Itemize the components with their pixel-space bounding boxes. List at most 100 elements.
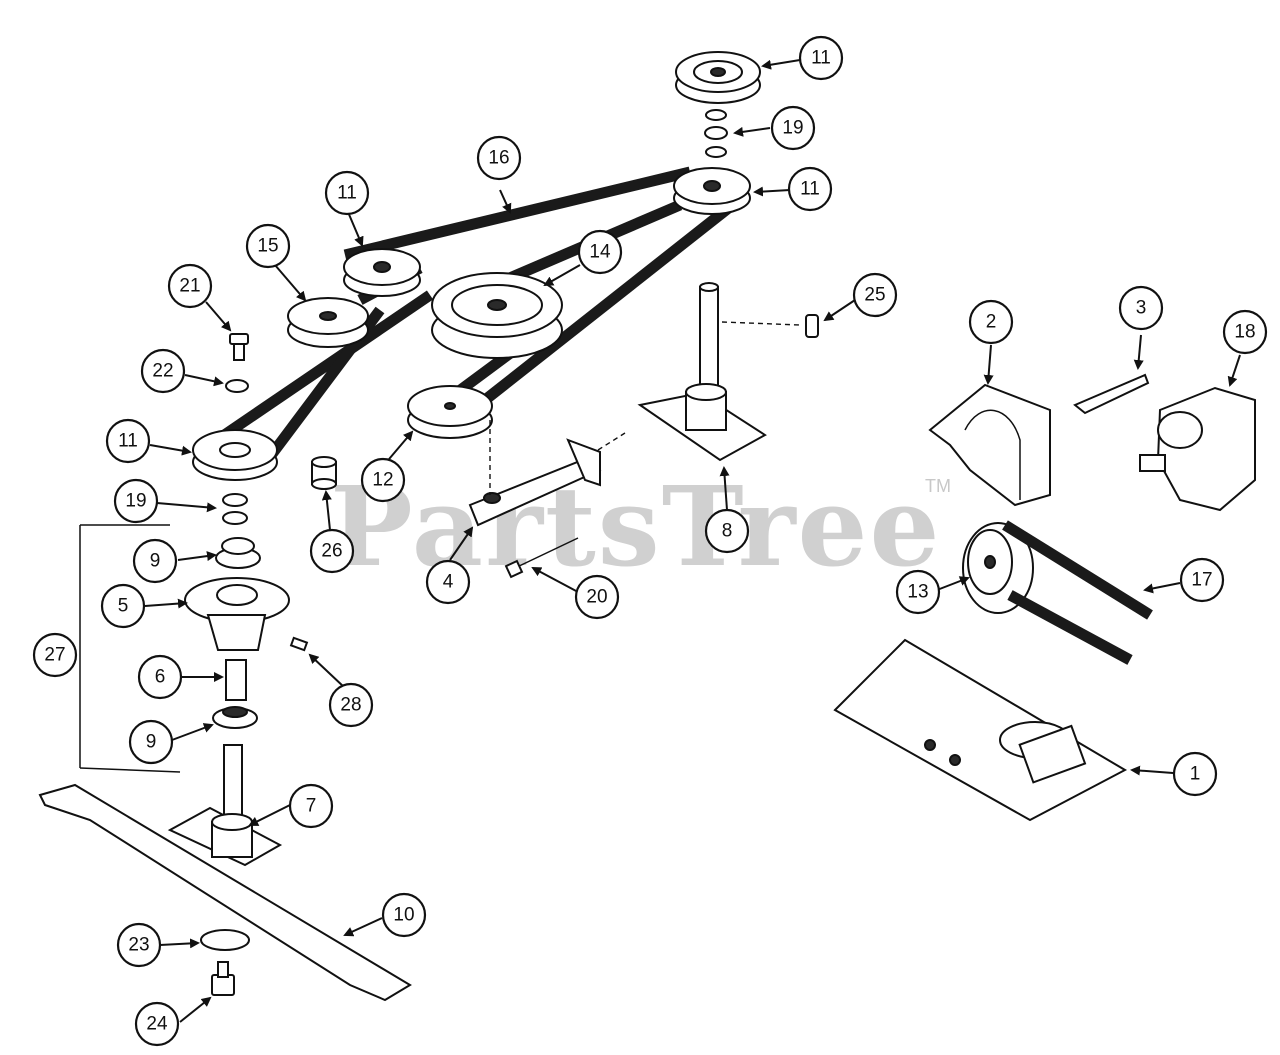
callout-22[interactable]: 22 xyxy=(140,348,186,394)
callout-3[interactable]: 3 xyxy=(1118,285,1164,331)
bolt-21 xyxy=(229,333,249,361)
callout-label: 26 xyxy=(321,541,342,562)
pulley-11-right xyxy=(673,167,751,215)
spacer-26 xyxy=(311,456,337,490)
callout-23[interactable]: 23 xyxy=(116,922,162,968)
callout-25[interactable]: 25 xyxy=(852,272,898,318)
callout-label: 11 xyxy=(337,183,357,204)
callout-label: 24 xyxy=(146,1014,168,1035)
callout-21[interactable]: 21 xyxy=(167,263,213,309)
callout-label: 12 xyxy=(372,470,393,491)
callout-15[interactable]: 15 xyxy=(245,223,291,269)
callout-19-top[interactable]: 19 xyxy=(770,105,816,151)
callout-2[interactable]: 2 xyxy=(968,299,1014,345)
bracket-2 xyxy=(928,383,1051,507)
washers-19-left xyxy=(222,493,248,525)
callout-label: 9 xyxy=(146,732,157,753)
callout-label: 1 xyxy=(1190,764,1201,785)
callout-label: 7 xyxy=(306,796,317,817)
pulley-11-top xyxy=(675,51,761,104)
bolt-20 xyxy=(504,537,579,579)
idler-arm-4 xyxy=(468,420,626,527)
bracket-3 xyxy=(1073,373,1150,415)
callout-label: 18 xyxy=(1234,322,1255,343)
leader-lines xyxy=(144,59,1241,1023)
callout-label: 14 xyxy=(589,242,611,263)
grease-fitting-28 xyxy=(289,636,309,652)
callout-label: 8 xyxy=(722,521,733,542)
callout-19-left[interactable]: 19 xyxy=(113,478,159,524)
pulley-12 xyxy=(407,385,493,439)
callout-label: 11 xyxy=(800,179,820,200)
callout-28[interactable]: 28 xyxy=(328,682,374,728)
callout-18[interactable]: 18 xyxy=(1222,309,1268,355)
callout-17[interactable]: 17 xyxy=(1179,557,1225,603)
callout-11-right[interactable]: 11 xyxy=(787,166,833,212)
callout-label: 25 xyxy=(864,285,885,306)
callout-label: 15 xyxy=(257,236,278,257)
callout-6[interactable]: 6 xyxy=(137,654,183,700)
callout-label: 11 xyxy=(118,431,138,452)
callout-label: 9 xyxy=(150,551,161,572)
callout-11-middle[interactable]: 11 xyxy=(324,170,370,216)
callout-12[interactable]: 12 xyxy=(360,457,406,503)
assembly-bracket-27 xyxy=(79,524,181,773)
washer-22 xyxy=(225,379,249,393)
callout-label: 17 xyxy=(1191,570,1212,591)
callout-label: 13 xyxy=(907,582,928,603)
callout-label: 28 xyxy=(340,695,361,716)
callout-label: 16 xyxy=(488,148,509,169)
callout-24[interactable]: 24 xyxy=(134,1001,180,1047)
washers-19-top xyxy=(704,109,728,158)
watermark-tm: TM xyxy=(925,476,951,496)
pulley-15 xyxy=(287,297,369,348)
pulley-11-left xyxy=(192,429,278,481)
housing-5 xyxy=(184,577,290,651)
deck-plate-1 xyxy=(833,638,1128,822)
callout-label: 20 xyxy=(586,587,607,608)
pulley-11-middle xyxy=(343,248,421,297)
callout-label: 11 xyxy=(811,48,831,69)
callout-11-top[interactable]: 11 xyxy=(798,35,844,81)
callout-label: 19 xyxy=(782,118,803,139)
bolt-24 xyxy=(211,961,235,996)
bearing-9-top xyxy=(215,537,261,569)
spindle-7 xyxy=(167,744,283,867)
callout-5[interactable]: 5 xyxy=(100,583,146,629)
callout-14[interactable]: 14 xyxy=(577,229,623,275)
callout-11-left[interactable]: 11 xyxy=(105,418,151,464)
callout-label: 4 xyxy=(443,572,454,593)
callout-7[interactable]: 7 xyxy=(288,783,334,829)
washer-23 xyxy=(200,929,250,951)
callout-label: 3 xyxy=(1136,298,1147,319)
callout-26[interactable]: 26 xyxy=(309,528,355,574)
callout-label: 6 xyxy=(155,667,166,688)
belt-17 xyxy=(1002,520,1153,665)
callout-8[interactable]: 8 xyxy=(704,508,750,554)
callout-13[interactable]: 13 xyxy=(895,569,941,615)
callout-16[interactable]: 16 xyxy=(476,135,522,181)
callout-label: 19 xyxy=(125,491,146,512)
blade-10 xyxy=(38,783,412,1002)
callout-label: 23 xyxy=(128,935,149,956)
callout-label: 2 xyxy=(986,312,997,333)
callout-27[interactable]: 27 xyxy=(32,632,78,678)
pulley-14 xyxy=(431,272,563,359)
callout-1[interactable]: 1 xyxy=(1172,751,1218,797)
callout-9-top[interactable]: 9 xyxy=(132,538,178,584)
callout-label: 5 xyxy=(118,596,129,617)
bearing-9-bottom xyxy=(212,706,258,729)
watermark: PartsTree xyxy=(330,462,942,591)
gearbox-18 xyxy=(1139,386,1256,512)
callout-10[interactable]: 10 xyxy=(381,892,427,938)
key-25 xyxy=(805,314,819,338)
spindle-8 xyxy=(637,282,801,462)
callout-label: 22 xyxy=(152,361,173,382)
callout-9-bottom[interactable]: 9 xyxy=(128,719,174,765)
callout-4[interactable]: 4 xyxy=(425,559,471,605)
callout-label: 27 xyxy=(44,645,65,666)
callout-20[interactable]: 20 xyxy=(574,574,620,620)
spacer-6 xyxy=(225,659,247,701)
callout-label: 10 xyxy=(393,905,414,926)
